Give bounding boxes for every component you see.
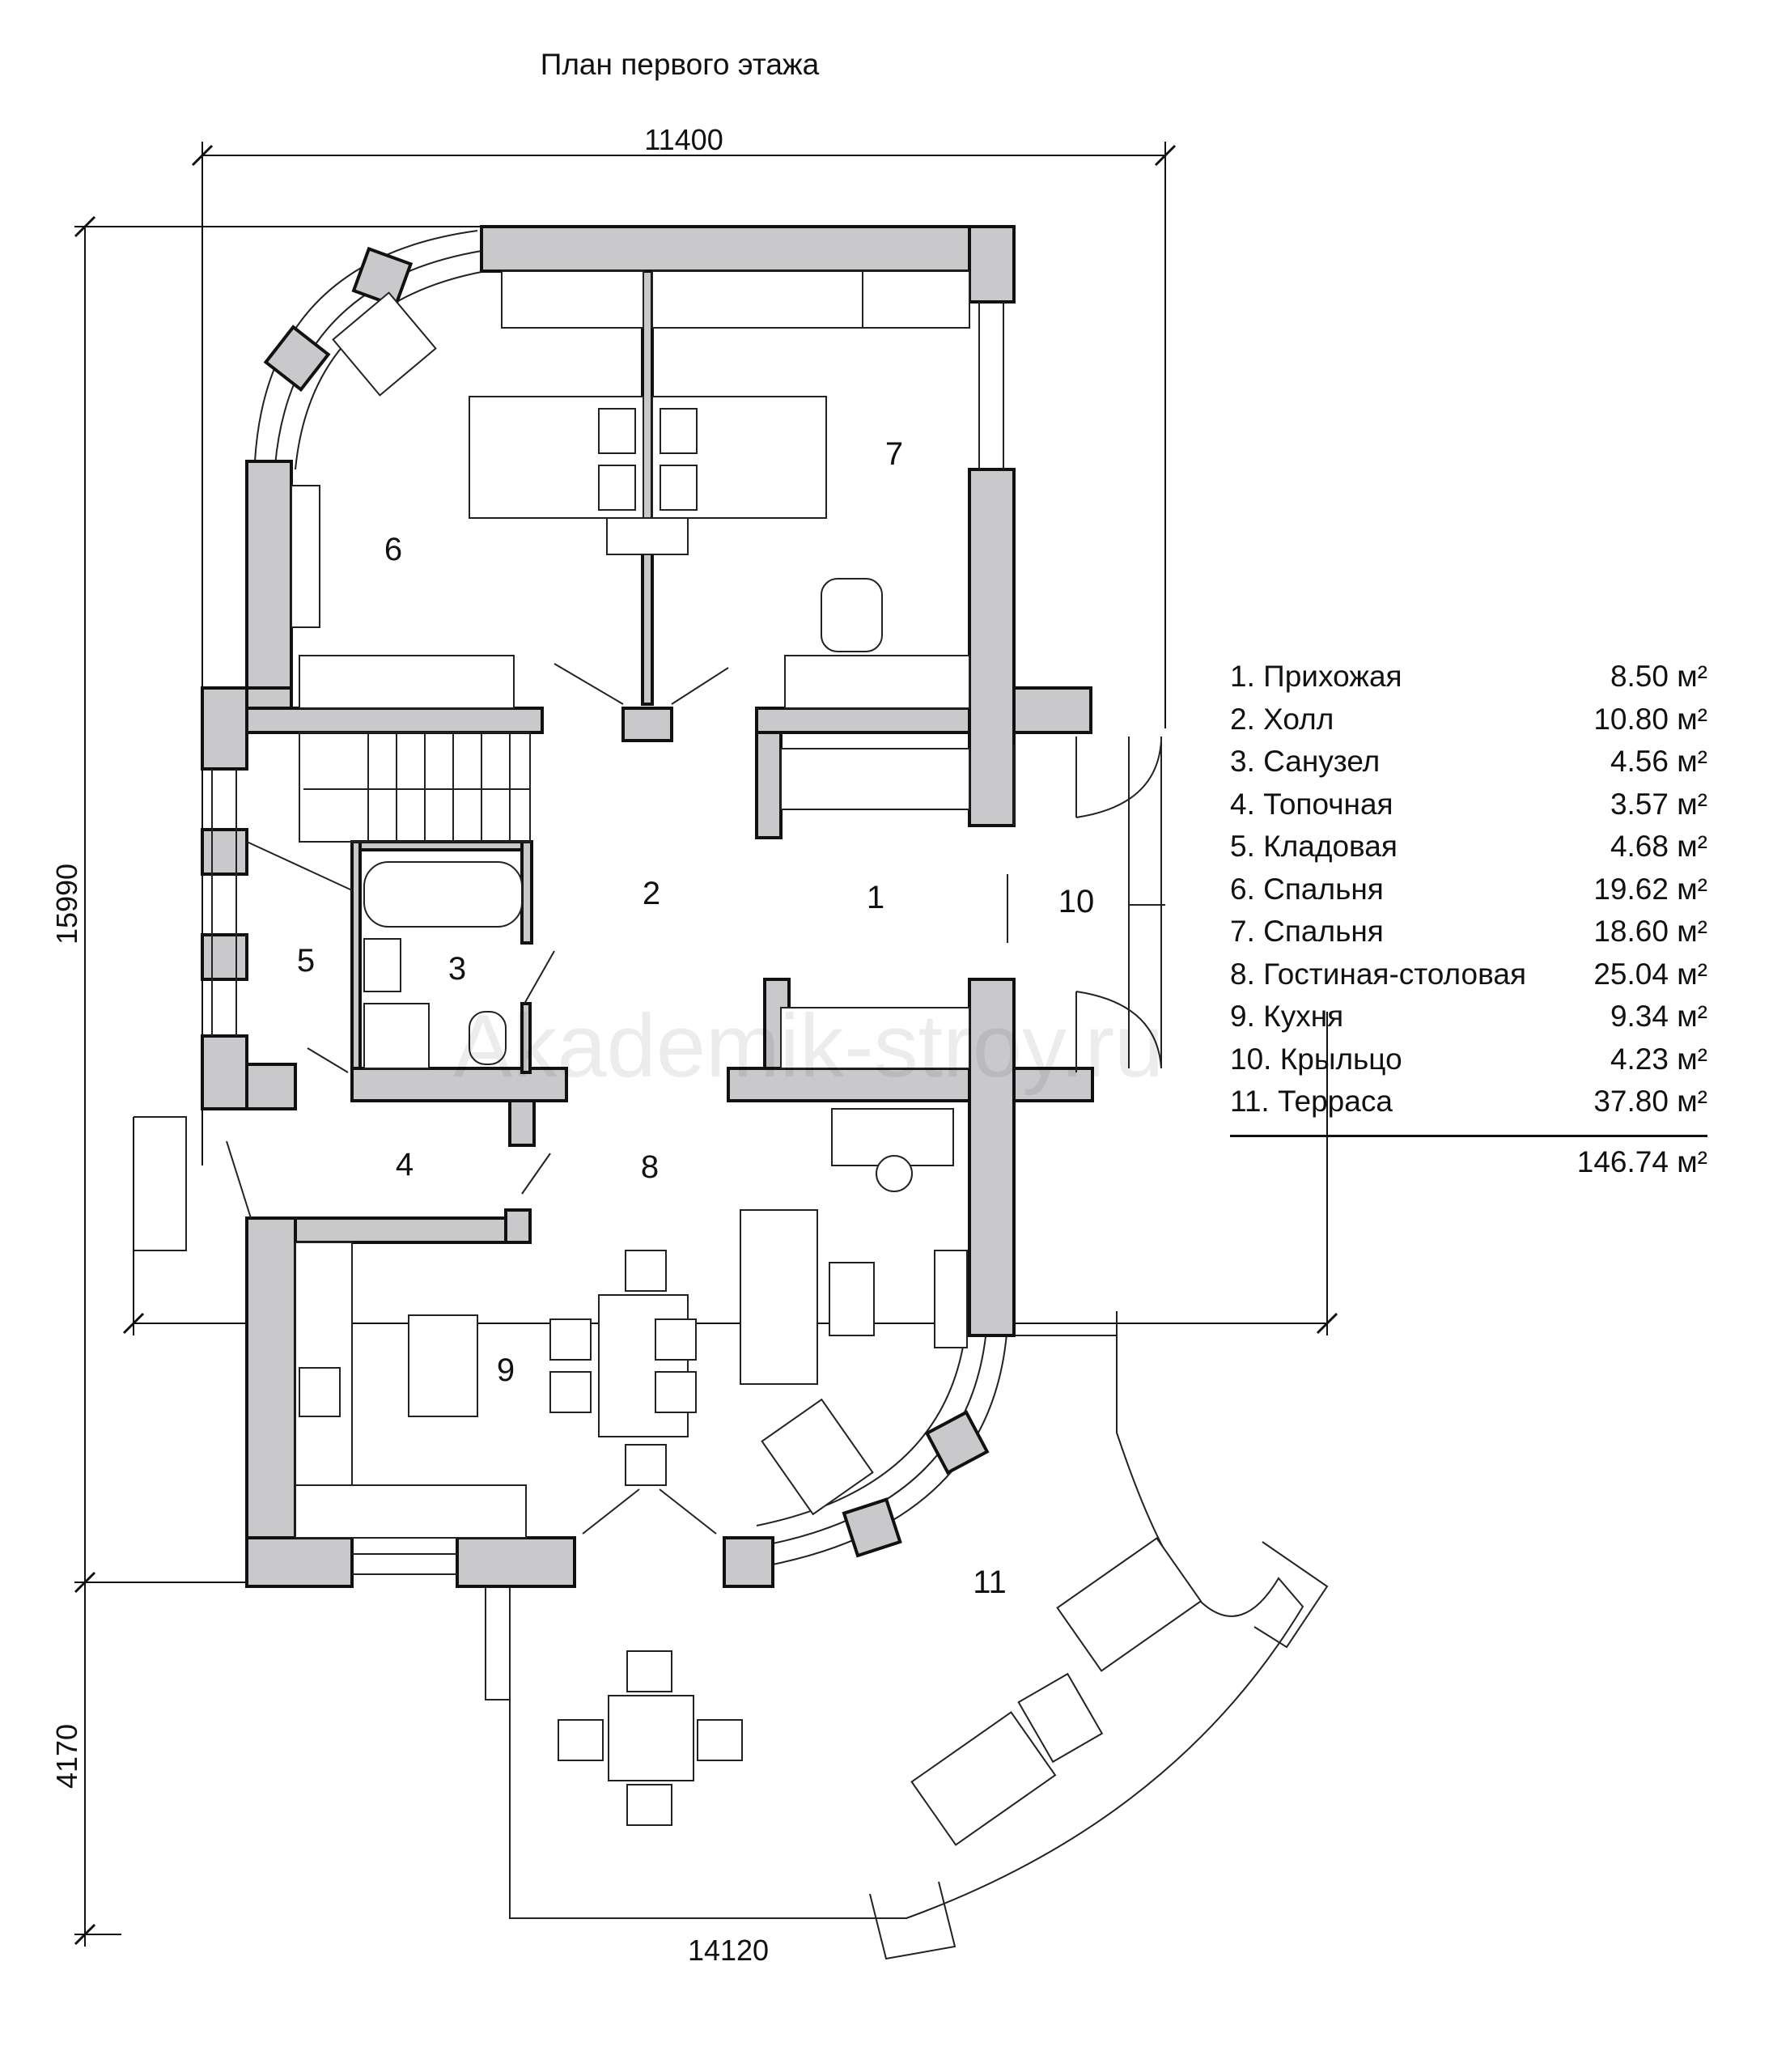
room-label-4: 4 — [396, 1147, 414, 1182]
curved-window-bottom — [756, 1314, 1008, 1567]
dimension-left-terrace: 4170 — [50, 1724, 83, 1789]
legend-total: 146.74 м² — [1576, 1144, 1707, 1178]
room-label-3: 3 — [448, 951, 466, 987]
dimension-left-main: 15990 — [50, 864, 83, 945]
dimension-bottom: 14120 — [688, 1934, 769, 1967]
room-label-7: 7 — [885, 436, 903, 472]
beds — [469, 396, 827, 555]
wardrobes — [291, 270, 970, 1069]
room-label-1: 1 — [867, 880, 884, 915]
walls — [201, 225, 1094, 1588]
door-swings — [226, 663, 1008, 1535]
staircase — [246, 732, 531, 891]
room-labels: 1 2 3 4 5 6 7 8 9 10 11 — [297, 436, 1094, 1600]
windows-straight — [211, 302, 1004, 1575]
room-label-2: 2 — [643, 876, 660, 911]
terrace-furniture — [558, 1537, 1203, 1846]
desk-room-7 — [784, 578, 970, 709]
watermark: Akademik-stroy.ru — [453, 996, 1164, 1096]
room-label-10: 10 — [1058, 884, 1095, 919]
porch-doors — [1013, 737, 1165, 1072]
room-label-6: 6 — [384, 532, 402, 567]
plan-title: План первого этажа — [541, 48, 820, 81]
armchair-room-6 — [332, 291, 437, 397]
bathroom-fixtures — [363, 861, 523, 1069]
legend-divider — [1230, 1134, 1707, 1137]
room-label-5: 5 — [297, 943, 315, 979]
room-label-11: 11 — [973, 1565, 1007, 1600]
dimension-top: 11400 — [644, 123, 723, 156]
dimension-lines — [74, 142, 1338, 1947]
room-label-8: 8 — [641, 1149, 659, 1185]
dining-chairs — [549, 1250, 697, 1486]
room-label-9: 9 — [497, 1352, 515, 1388]
living-furniture — [740, 1108, 968, 1516]
